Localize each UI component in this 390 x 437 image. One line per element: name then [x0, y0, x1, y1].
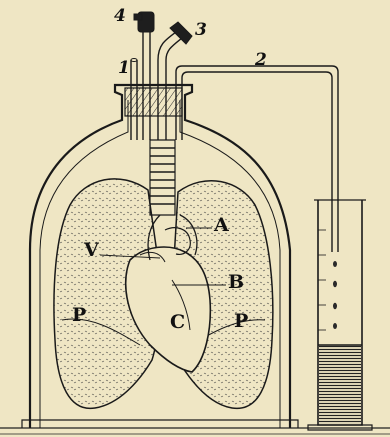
trachea — [150, 140, 175, 215]
label-left-lung: P — [72, 306, 86, 325]
label-tube-2: 2 — [255, 52, 267, 69]
cylinder-liquid — [319, 345, 361, 424]
label-b: B — [228, 273, 244, 292]
label-tube-4: 4 — [114, 8, 126, 25]
label-vein: V — [84, 241, 99, 260]
water-drops — [333, 261, 337, 329]
label-heart: C — [170, 313, 185, 332]
label-aorta: A — [214, 216, 229, 235]
label-right-lung: P — [234, 312, 248, 331]
label-tube-3: 3 — [195, 22, 207, 39]
stopper — [125, 88, 182, 116]
label-tube-1: 1 — [118, 60, 130, 77]
